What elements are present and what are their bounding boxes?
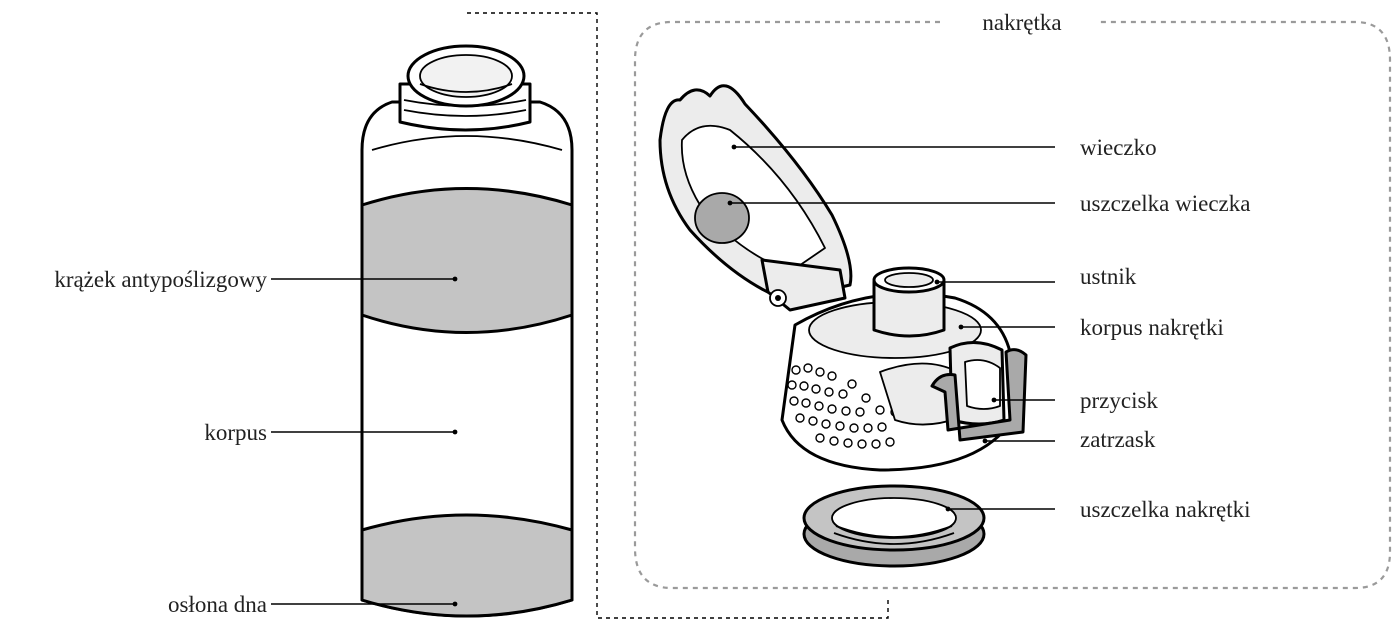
- bottom-cover-label: osłona dna: [168, 592, 267, 617]
- cap-illustration: [660, 86, 1026, 566]
- button-label: przycisk: [1080, 388, 1158, 413]
- latch-label: zatrzask: [1080, 427, 1156, 452]
- body-label: korpus: [204, 420, 267, 445]
- anti-slip-ring-label: krążek antypoślizgowy: [54, 267, 267, 292]
- lid-seal-label: uszczelka wieczka: [1080, 191, 1250, 216]
- anti-slip-ring: [362, 189, 572, 333]
- lid-label: wieczko: [1080, 135, 1157, 160]
- cap-group-title: nakrętka: [982, 10, 1061, 35]
- mouthpiece-label: ustnik: [1080, 264, 1137, 289]
- cap-seal-label: uszczelka nakrętki: [1080, 497, 1251, 522]
- bottom-cover: [362, 515, 572, 616]
- cap-body-label: korpus nakrętki: [1080, 315, 1224, 340]
- bottle-illustration: [362, 46, 572, 616]
